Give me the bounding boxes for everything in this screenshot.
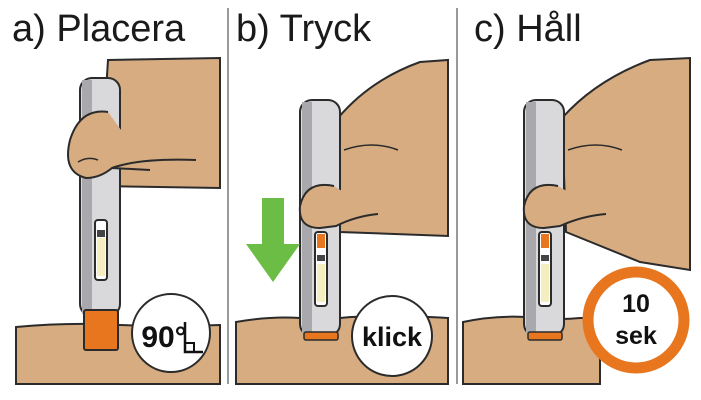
hand <box>560 56 691 272</box>
click-badge-label: klick <box>362 322 423 352</box>
timer-number: 10 <box>622 290 650 318</box>
panel-a: 90° <box>15 56 221 385</box>
angle-badge-label: 90° <box>141 321 186 354</box>
down-arrow-icon <box>246 198 300 282</box>
timer-ring-icon <box>582 266 690 374</box>
panel-c: 10 sek <box>462 56 691 385</box>
panel-b: klick <box>235 58 449 385</box>
needle-cap <box>83 309 119 351</box>
thumb <box>67 110 151 180</box>
click-badge <box>351 295 433 377</box>
thumb <box>522 184 607 230</box>
thumb <box>298 184 379 230</box>
step-c-title: c) Håll <box>474 8 582 50</box>
timer-unit: sek <box>615 322 657 350</box>
step-a-title: a) Placera <box>12 8 186 50</box>
step-b-title: b) Tryck <box>236 8 372 50</box>
